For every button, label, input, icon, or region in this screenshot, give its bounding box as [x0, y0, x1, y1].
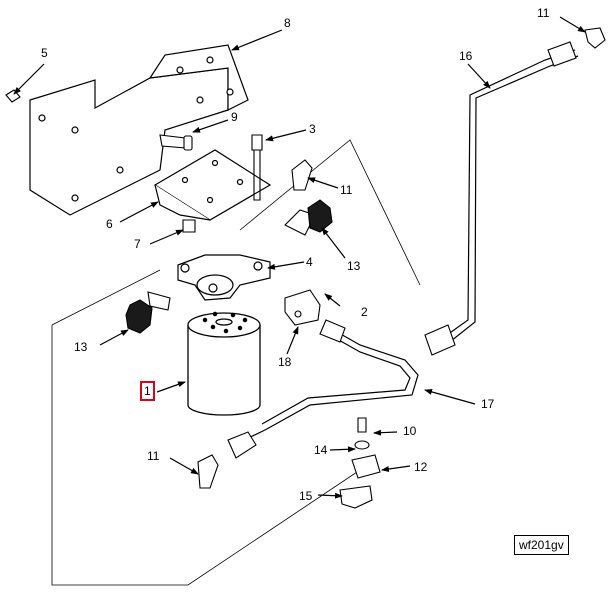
callout-10: 10 [403, 424, 417, 438]
callout-14: 14 [314, 443, 328, 457]
figure-reference-box: wf201gv [514, 535, 569, 555]
callout-7: 7 [134, 237, 141, 251]
callout-11-mid: 11 [340, 183, 353, 197]
callout-11-lower: 11 [147, 449, 160, 463]
figure-reference-text: wf201gv [519, 538, 564, 552]
callout-18: 18 [278, 355, 292, 369]
callout-4: 4 [306, 255, 313, 269]
callout-15: 15 [299, 489, 313, 503]
callout-16: 16 [459, 49, 473, 63]
callout-9: 9 [231, 110, 238, 124]
filter-head [177, 254, 271, 301]
shutoff-valve-left [125, 291, 171, 334]
callout-11-top: 11 [537, 6, 550, 20]
elbow-fittings [197, 27, 606, 489]
fuel-lines [239, 49, 579, 443]
bolt-parts [5, 89, 263, 233]
clamp-parts [339, 417, 381, 509]
shutoff-valve-right [284, 199, 333, 236]
callout-8: 8 [284, 16, 291, 30]
hose-fittings [227, 41, 577, 459]
leader-lines [13, 16, 586, 499]
callout-13-right: 13 [347, 259, 361, 273]
callout-1-highlighted[interactable]: 1 [140, 381, 155, 401]
callout-17: 17 [481, 397, 495, 411]
fuel-filter-element [187, 311, 261, 416]
callout-2: 2 [361, 305, 368, 319]
callout-5: 5 [41, 46, 48, 60]
callout-13-left: 13 [74, 340, 88, 354]
tee-fitting [284, 289, 321, 326]
assembly-outline [51, 139, 421, 586]
callout-3: 3 [309, 122, 316, 136]
callout-12: 12 [414, 460, 428, 474]
filter-head-bracket [153, 149, 272, 221]
mounting-bracket [29, 44, 249, 216]
callout-6: 6 [106, 217, 113, 231]
